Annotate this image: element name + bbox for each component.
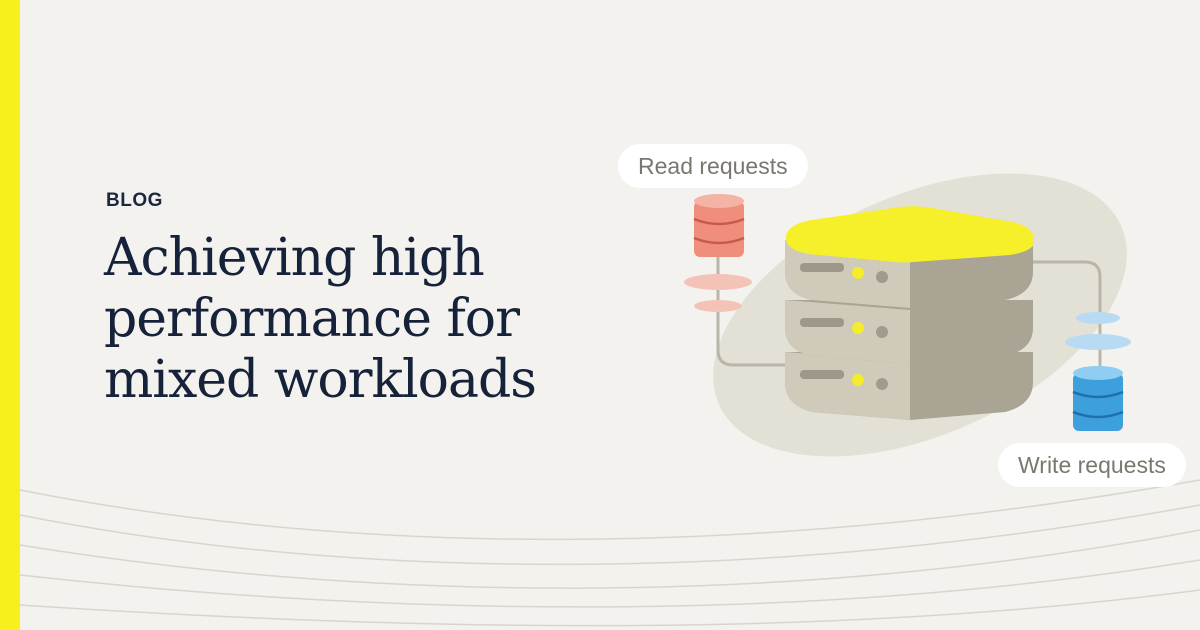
- accent-bar: [0, 0, 20, 630]
- title-line-1: Achieving high: [104, 228, 485, 288]
- title-line-3: mixed workloads: [104, 350, 537, 410]
- server-unit-middle: [785, 300, 1033, 364]
- server-unit-bottom: [785, 352, 1033, 420]
- read-database-icon: [693, 194, 745, 257]
- eyebrow-label: BLOG: [106, 190, 163, 211]
- server-top-surface: [786, 206, 1034, 263]
- write-ripple-inner: [1076, 312, 1120, 324]
- read-requests-label: Read requests: [618, 144, 808, 188]
- connector-lines: [716, 255, 1102, 372]
- read-ripple-inner: [694, 300, 742, 312]
- write-database-icon: [1072, 366, 1124, 431]
- write-ripple-outer: [1065, 334, 1131, 350]
- read-ripple-outer: [684, 274, 752, 290]
- server-stack-icon: [785, 206, 1034, 420]
- write-requests-label: Write requests: [998, 443, 1186, 487]
- title-line-2: performance for: [104, 289, 520, 349]
- page-title: Achieving high performance for mixed wor…: [104, 228, 624, 411]
